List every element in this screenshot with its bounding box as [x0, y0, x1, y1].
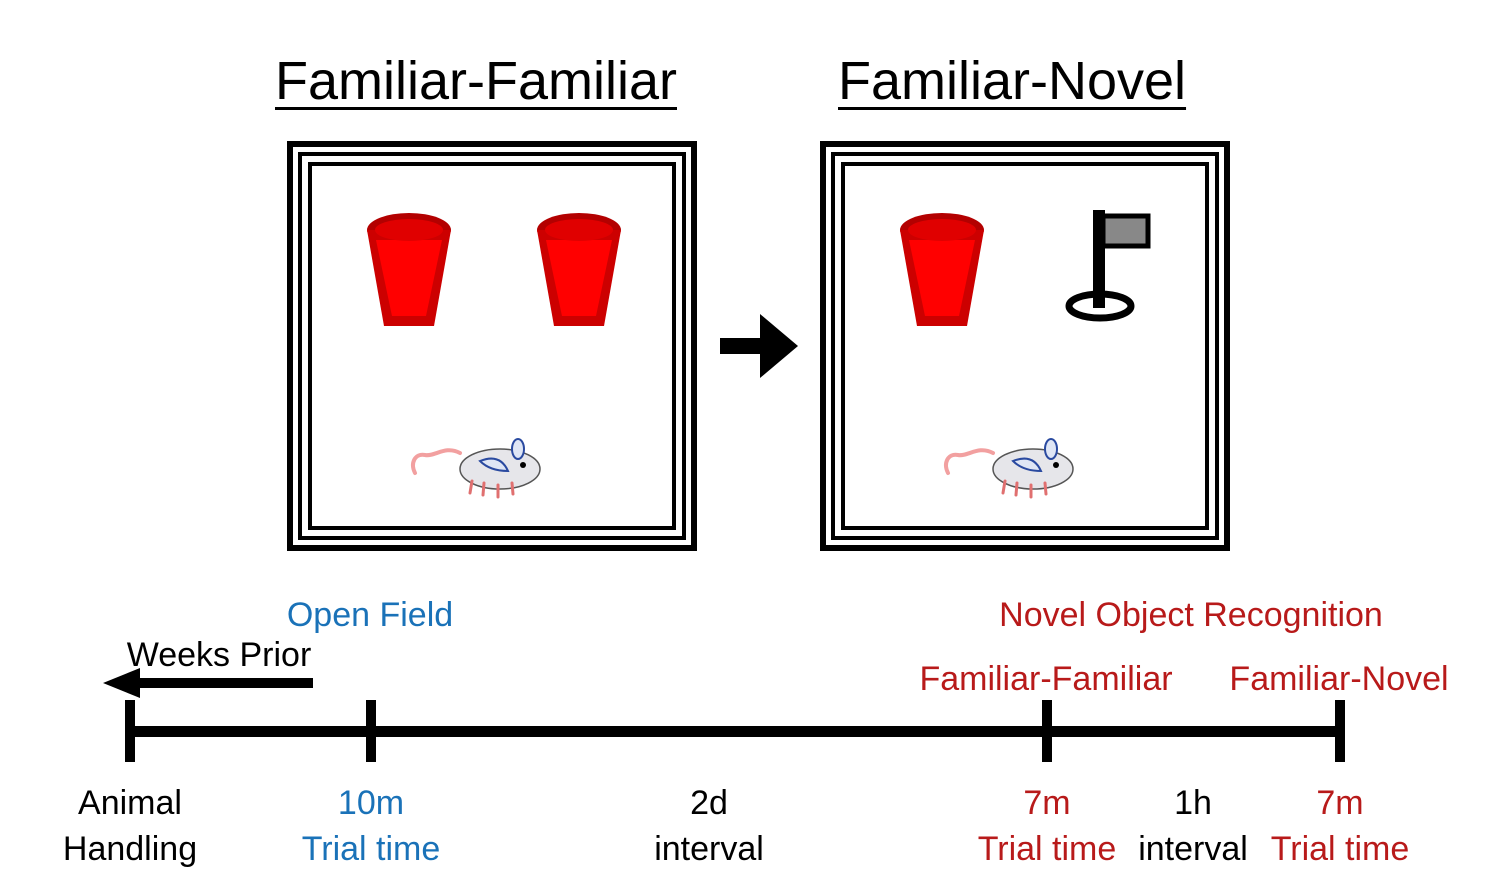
- open-field-label: Open Field: [286, 596, 454, 634]
- label-line: Trial time: [301, 830, 441, 868]
- label-line: Trial time: [1270, 830, 1410, 868]
- weeks-prior-label: Weeks Prior: [126, 636, 312, 674]
- label-line: 10m: [337, 784, 405, 822]
- arrow-left-icon: [103, 668, 313, 698]
- fn-trial-label: 7m Trial time: [1271, 780, 1410, 872]
- label-line: Animal: [78, 784, 182, 822]
- label-line: 7m: [1316, 784, 1364, 822]
- label-line: Handling: [62, 830, 198, 868]
- label-line: Trial time: [977, 830, 1117, 868]
- ff-trial-label: 7m Trial time: [978, 780, 1117, 872]
- label-line: 7m: [1023, 784, 1071, 822]
- label-line: 2d: [690, 784, 728, 822]
- label-line: interval: [1138, 830, 1248, 868]
- fn-phase-label: Familiar-Novel: [1229, 660, 1449, 698]
- left-panel-title: Familiar-Familiar: [275, 51, 677, 111]
- label-line: interval: [654, 830, 764, 868]
- open-field-trial-label: 10m Trial time: [302, 780, 441, 872]
- right-panel-title: Familiar-Novel: [838, 51, 1187, 111]
- flag-icon: [1065, 210, 1151, 322]
- timeline-axis: [125, 700, 1345, 762]
- interval-1h-label: 1h interval: [1138, 780, 1248, 872]
- interval-2d-label: 2d interval: [654, 780, 764, 872]
- arrow-right-icon: [720, 314, 798, 378]
- ff-phase-label: Familiar-Familiar: [919, 660, 1173, 698]
- label-line: 1h: [1174, 784, 1212, 822]
- nor-title-label: Novel Object Recognition: [999, 596, 1383, 634]
- animal-handling-label: Animal Handling: [63, 780, 197, 872]
